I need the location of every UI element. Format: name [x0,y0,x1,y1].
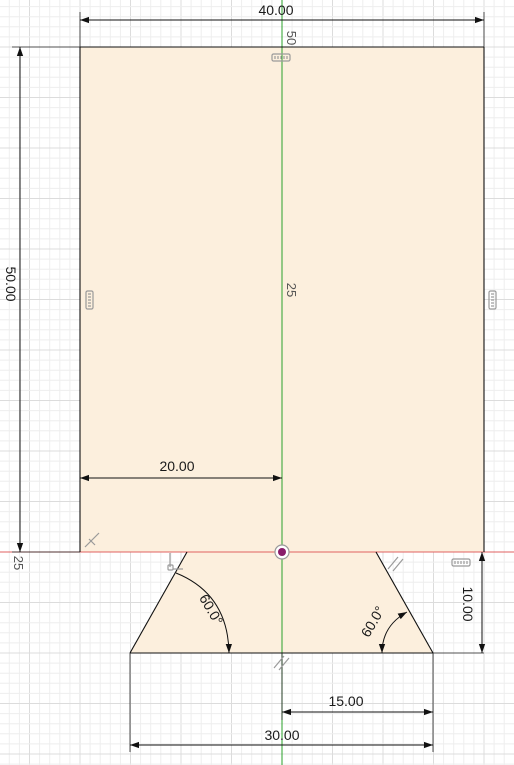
parallel-constraint-icon[interactable] [273,655,290,671]
horizontal-constraint-icon[interactable] [271,53,291,62]
dimension-half-bottom[interactable]: 15.00 [328,693,363,709]
dimension-inner-width[interactable]: 20.00 [159,458,194,474]
axis-label-left: 25 [11,556,26,570]
axis-label-top: 50 [284,31,299,45]
dimension-bottom-width[interactable]: 30.00 [264,727,299,743]
axis-label-center: 25 [284,283,299,297]
perpendicular-constraint-icon[interactable] [84,532,100,548]
parallel-constraint-icon[interactable] [387,556,404,572]
dimension-right-height[interactable]: 10.00 [460,586,476,621]
profile-edge-right-taper[interactable] [375,551,434,654]
dimension-top-width[interactable]: 40.00 [258,2,293,18]
dimension-left-height[interactable]: 50.00 [3,266,19,301]
angle-arc-left[interactable] [175,572,232,654]
coincident-constraint-icon[interactable] [167,553,183,571]
vertical-constraint-icon[interactable] [488,290,497,310]
origin-point-icon[interactable] [274,544,290,560]
vertical-constraint-icon[interactable] [85,290,94,310]
horizontal-constraint-icon[interactable] [451,558,471,567]
angle-arc-right[interactable] [378,611,408,654]
extension-lines [12,12,485,752]
